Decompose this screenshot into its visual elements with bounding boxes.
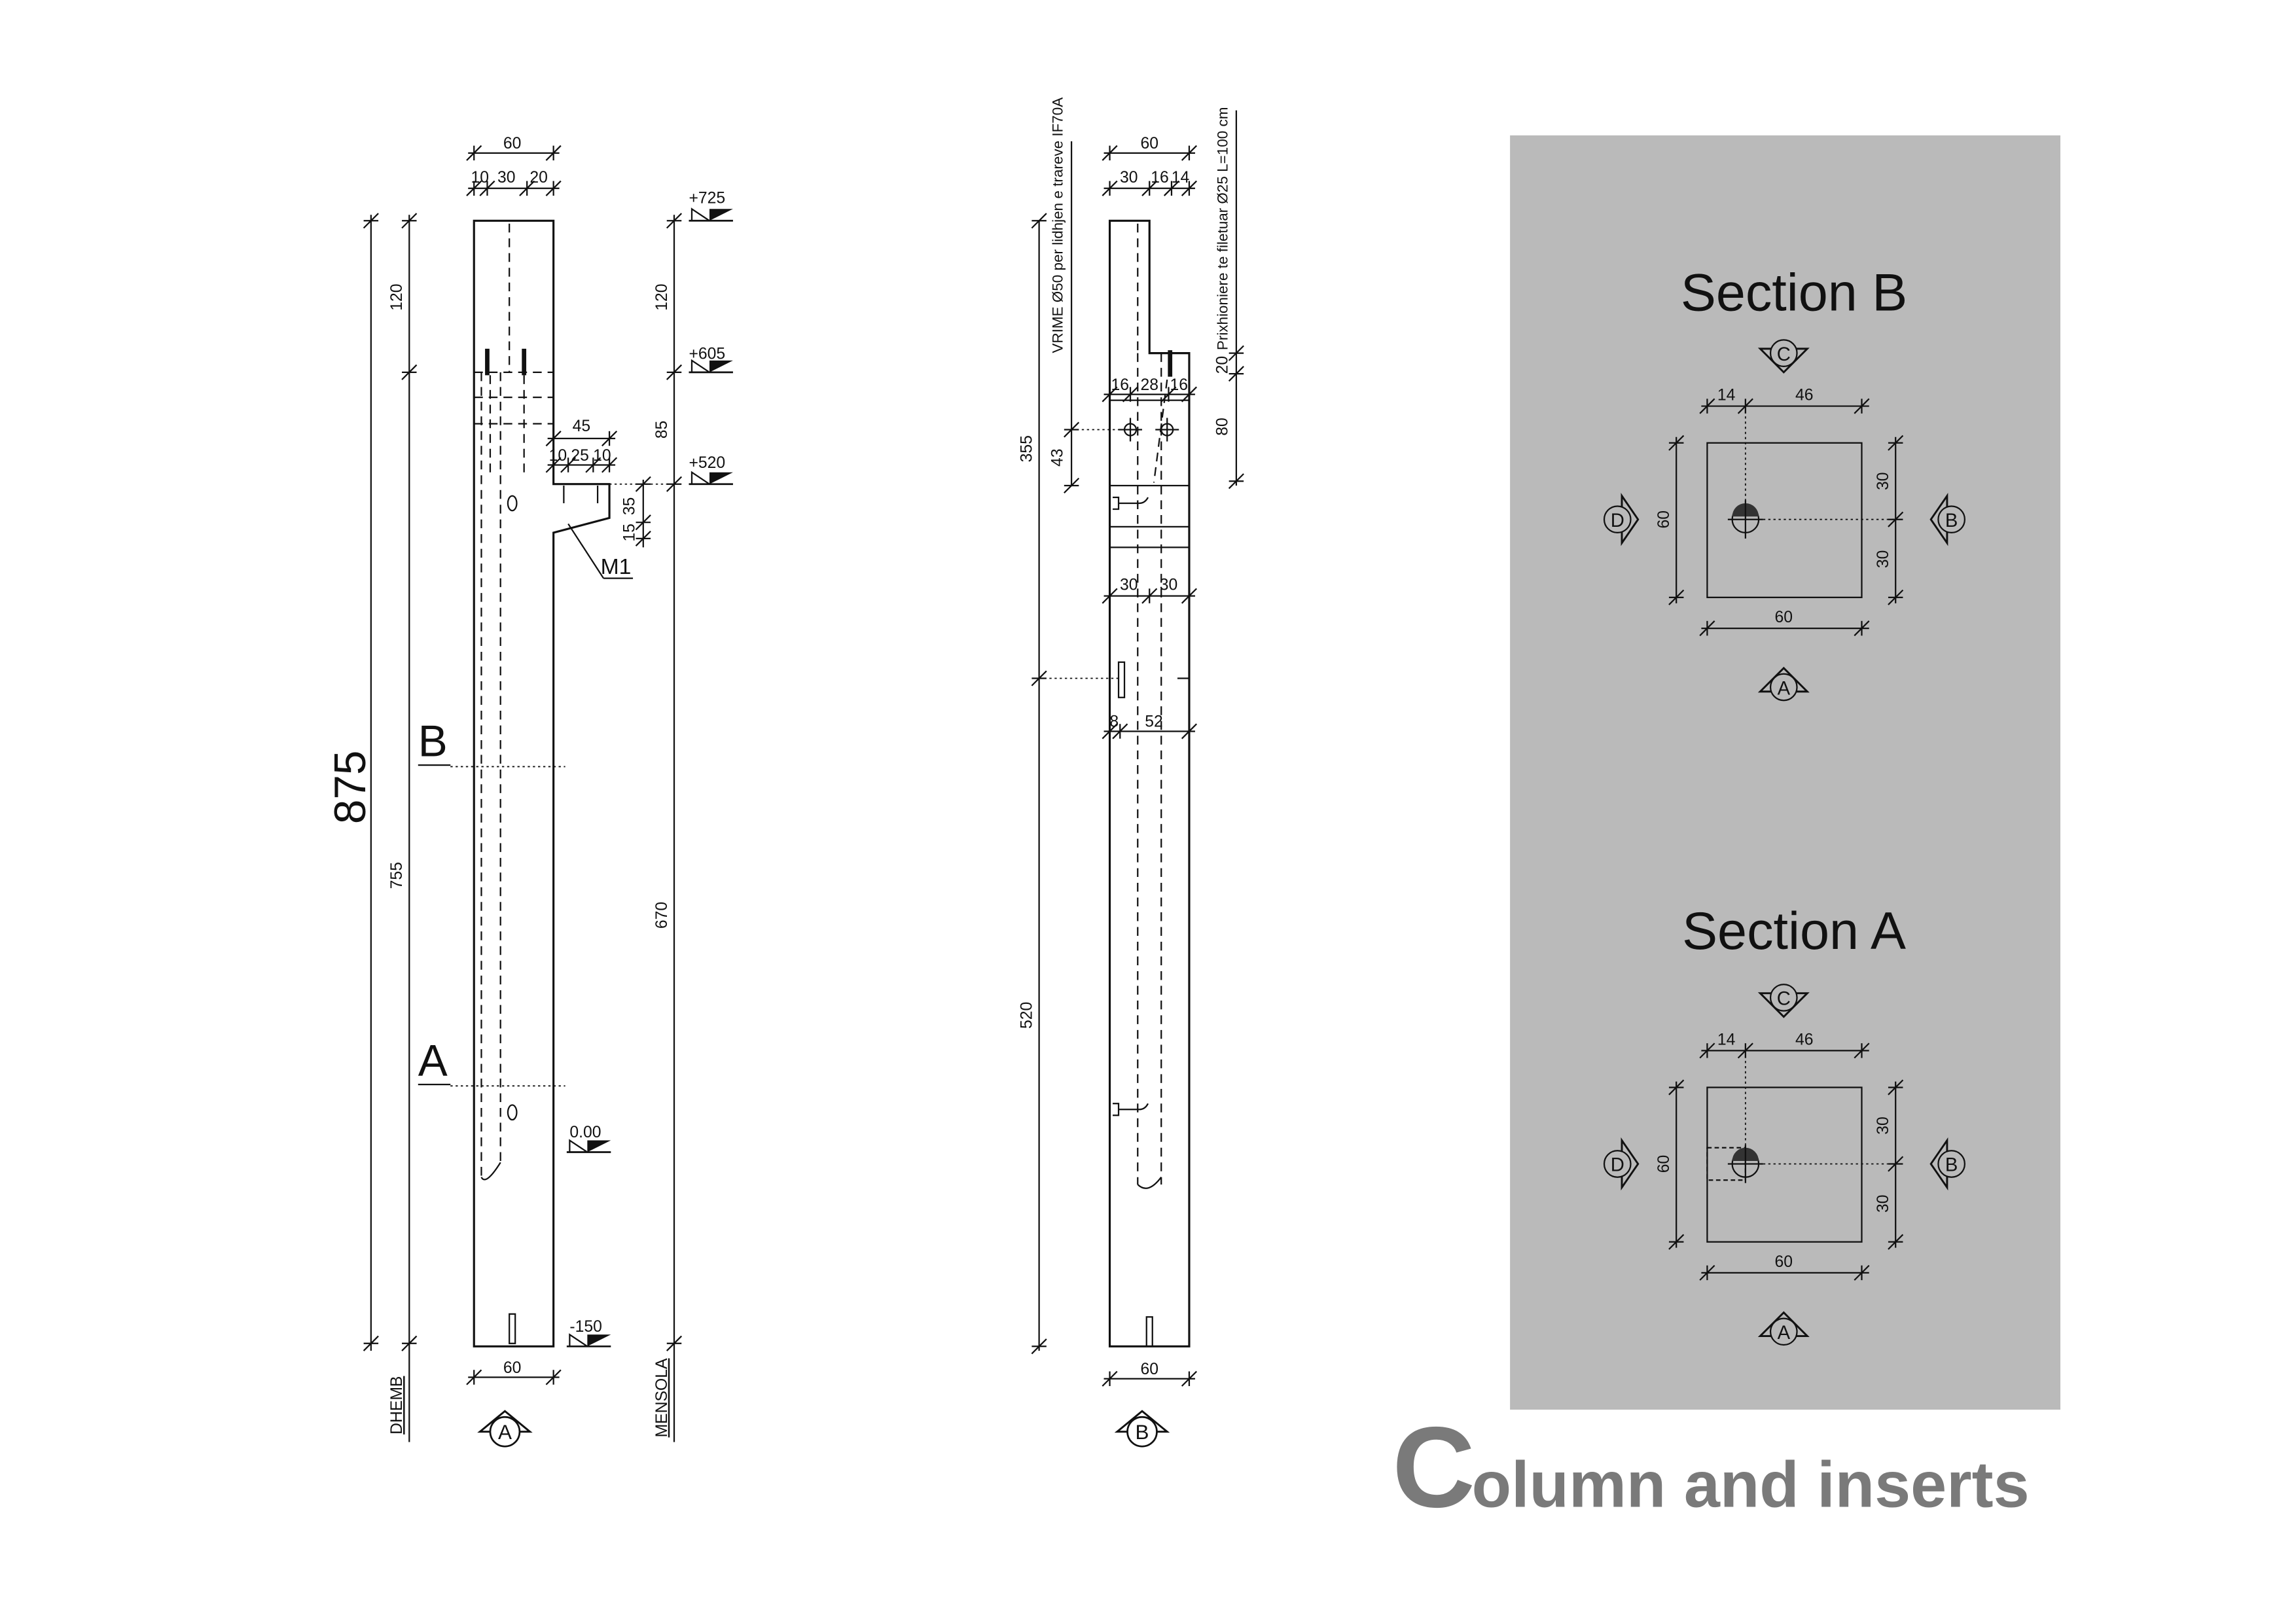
section-a: Section A C A D B 14 46 60 30 30 60 (1603, 902, 1965, 1346)
base-label-dhemb: DHEMB (388, 1376, 406, 1435)
dim-top-part: 30 (1120, 169, 1138, 187)
svg-text:B: B (1945, 510, 1958, 531)
svg-text:C: C (1777, 989, 1791, 1010)
view-marker-b: B (1929, 1137, 1965, 1191)
dim-top: 46 (1795, 1031, 1814, 1048)
dim-top-part: 10 (471, 169, 488, 187)
svg-text:D: D (1611, 1155, 1624, 1176)
svg-text:B: B (1945, 1155, 1958, 1176)
dim-left-upper: 355 (1018, 435, 1035, 462)
dim-top: 14 (1717, 1031, 1736, 1048)
sheet-title: C olumn and inserts (1392, 1403, 2029, 1531)
sections-panel (1510, 135, 2061, 1410)
svg-text:D: D (1611, 510, 1624, 531)
view-marker-b: B (1114, 1410, 1170, 1448)
dim-right: 30 (1874, 472, 1892, 490)
dim-top: 46 (1795, 387, 1814, 404)
view-marker-c: C (1757, 984, 1810, 1018)
level-label: -150 (569, 1318, 601, 1336)
dim-bottom-width: 60 (503, 1359, 521, 1377)
dim-right: 20 (1213, 356, 1231, 374)
section-b: Section B C A D B 14 46 60 30 30 60 (1603, 263, 1965, 702)
column-outline (473, 219, 611, 1347)
note-hole: VRIME Ø50 per lidhjen e trareve IF70A (1050, 98, 1066, 353)
svg-text:B: B (1136, 1421, 1149, 1444)
dim-corbel-height: 35 (620, 497, 638, 516)
dim-hole: 43 (1049, 449, 1067, 467)
dim-left-upper: 120 (388, 284, 406, 311)
dim-bottom: 60 (1775, 609, 1793, 626)
column-outline (1108, 219, 1191, 1347)
dim-top-part: 16 (1151, 169, 1169, 187)
dim-right: 30 (1874, 550, 1892, 569)
view-marker-a: A (1757, 1311, 1810, 1346)
level-label: +605 (689, 346, 725, 363)
dim-corbel-width: 45 (573, 418, 591, 435)
dim-corbel-part: 10 (549, 447, 567, 465)
dim-bolt-part: 16 (1170, 376, 1188, 394)
dim-mid-part: 30 (1120, 577, 1138, 594)
dim-bottom: 60 (1775, 1253, 1793, 1271)
dim-left-lower: 520 (1018, 1002, 1035, 1029)
section-mark-a: A (418, 1037, 448, 1086)
svg-text:A: A (498, 1421, 512, 1444)
corbel-label: M1 (601, 554, 632, 579)
dim-right: 30 (1874, 1116, 1892, 1135)
dim-top-total: 60 (1140, 135, 1158, 152)
svg-text:C: C (1777, 344, 1791, 365)
dim-left: 60 (1655, 1155, 1673, 1173)
title-initial: C (1392, 1403, 1475, 1531)
dim-left-lower: 755 (388, 862, 406, 889)
dim-right-middle: 85 (653, 421, 671, 438)
dim-top-part: 20 (529, 169, 548, 187)
dim-corbel-part: 25 (571, 447, 589, 465)
level-label: +725 (689, 189, 725, 207)
dim-right: 30 (1874, 1194, 1892, 1213)
view-marker-d: D (1603, 493, 1640, 546)
dim-top-total: 60 (503, 135, 521, 152)
dim-corbel-part: 10 (593, 447, 611, 465)
dim-left: 60 (1655, 510, 1673, 529)
dim-low-part: 8 (1109, 713, 1119, 731)
title-text: olumn and inserts (1472, 1448, 2030, 1520)
svg-text:A: A (1778, 1323, 1791, 1344)
level-label: +520 (689, 454, 725, 472)
view-marker-c: C (1757, 339, 1810, 374)
dim-bolt-part: 16 (1111, 376, 1130, 394)
note-bolts: Prixhioniere te filetuar Ø25 L=100 cm (1214, 107, 1230, 351)
section-mark-b: B (418, 717, 448, 766)
dim-corbel-height: 15 (620, 524, 638, 542)
svg-text:A: A (1778, 678, 1791, 699)
hole-symbol (1119, 418, 1143, 442)
dim-low-part: 52 (1145, 713, 1163, 731)
elevation-a: 60 10 30 20 45 10 25 10 35 15 M1 875 120… (326, 135, 734, 1448)
section-title: Section A (1682, 902, 1906, 961)
view-marker-a: A (1757, 666, 1810, 702)
view-marker-b: B (1929, 493, 1965, 546)
dim-top: 14 (1717, 387, 1736, 404)
elevation-b: 60 30 16 14 16 28 16 30 30 8 52 VRIME Ø5… (1018, 98, 1245, 1448)
view-marker-d: D (1603, 1137, 1640, 1191)
dim-top-part: 14 (1172, 169, 1190, 187)
dim-bolt-part: 28 (1140, 376, 1158, 394)
dim-total-height: 875 (326, 751, 375, 825)
section-title: Section B (1681, 263, 1907, 322)
hole-symbol (1155, 418, 1179, 442)
base-label-mensola: MENSOLA (653, 1358, 671, 1437)
dim-right-upper: 120 (653, 284, 671, 311)
dim-bottom-width: 60 (1140, 1361, 1158, 1378)
dim-mid-part: 30 (1160, 577, 1178, 594)
dim-right-lower: 670 (653, 902, 671, 929)
view-marker-a: A (477, 1410, 533, 1448)
dim-top-part: 30 (497, 169, 515, 187)
level-label: 0.00 (569, 1124, 601, 1141)
dim-right: 80 (1213, 418, 1231, 435)
